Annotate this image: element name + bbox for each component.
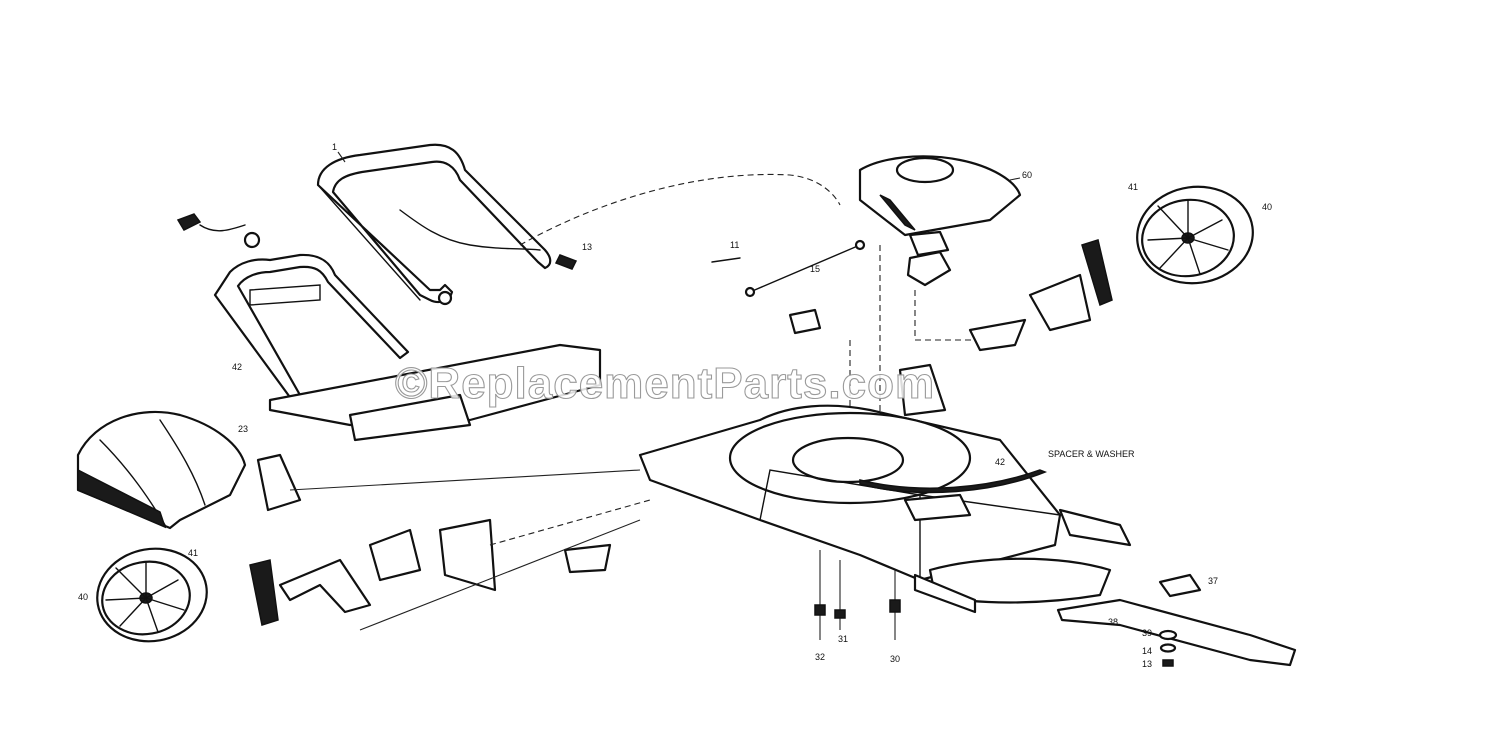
throttle-cable bbox=[399, 209, 541, 251]
front-deck-bracket bbox=[368, 528, 422, 582]
callout-deck-bolt-c: 30 bbox=[890, 654, 900, 664]
bracket-icon bbox=[788, 308, 822, 335]
callout-wheel-rear: 41 bbox=[1128, 182, 1138, 192]
wheel-rear-right[interactable] bbox=[1131, 179, 1259, 290]
callout-bolt: 13 bbox=[1142, 659, 1152, 669]
deck-bracket-mid bbox=[898, 363, 947, 417]
callout-wheel-front-nut: 40 bbox=[78, 592, 88, 602]
upper-handle[interactable] bbox=[316, 143, 552, 306]
wire-note: SPACER & WASHER bbox=[1048, 449, 1135, 459]
rod-end bbox=[711, 257, 741, 263]
blade-bolt-icon bbox=[1162, 659, 1174, 667]
deck-bolts bbox=[814, 550, 901, 640]
watermark-text: ©ReplacementParts.com bbox=[395, 359, 935, 408]
rear-axle-bracket bbox=[1028, 273, 1092, 332]
front-height-adjuster-icon bbox=[249, 559, 279, 626]
callout-deck: 42 bbox=[995, 457, 1005, 467]
height-adjuster-icon bbox=[1081, 239, 1113, 307]
callout-engine: 60 bbox=[1022, 170, 1032, 180]
callout-rod-end: 11 bbox=[730, 240, 739, 250]
callout-wheel-rear-nut: 40 bbox=[1262, 202, 1272, 212]
callout-lower-handle: 42 bbox=[232, 362, 242, 372]
callout-blade-adapter: 37 bbox=[1208, 576, 1218, 586]
front-axle-bracket bbox=[278, 558, 372, 614]
throttle-control-icon bbox=[554, 254, 578, 270]
clip-icon bbox=[243, 231, 261, 249]
washer-icon-2 bbox=[1159, 643, 1177, 653]
callout-washer-a: 39 bbox=[1142, 628, 1152, 638]
bag-hinge-bracket bbox=[256, 453, 302, 512]
wire-harness bbox=[859, 469, 1048, 494]
callout-blade: 38 bbox=[1108, 617, 1118, 627]
rear-frame bbox=[268, 343, 602, 427]
axle-line-2 bbox=[359, 519, 641, 631]
washer-icon bbox=[1158, 629, 1178, 641]
callout-deck-bolt-a: 32 bbox=[815, 652, 825, 662]
lower-handle[interactable] bbox=[213, 253, 410, 402]
rear-shield bbox=[348, 393, 472, 442]
guide-line-3 bbox=[914, 290, 985, 341]
engine[interactable] bbox=[858, 155, 1022, 257]
deck-skirt bbox=[1058, 508, 1132, 547]
small-guard bbox=[563, 543, 612, 574]
callout-bag: 23 bbox=[238, 424, 248, 434]
mower-blade[interactable] bbox=[1056, 598, 1297, 667]
axle-line bbox=[289, 469, 641, 491]
callout-rod: 15 bbox=[810, 264, 820, 274]
cable-route-dashed bbox=[519, 173, 841, 246]
blade-adapter-icon bbox=[1158, 573, 1202, 598]
deck-lip bbox=[913, 573, 977, 614]
deck-bracket-right bbox=[968, 318, 1027, 352]
deck-housing[interactable] bbox=[638, 404, 1062, 582]
wheel-front-left[interactable] bbox=[90, 540, 214, 650]
callout-deck-bolt-b: 31 bbox=[838, 634, 848, 644]
handle-knob-icon bbox=[437, 290, 453, 306]
callout-washer-b: 14 bbox=[1142, 646, 1152, 656]
front-plate bbox=[438, 518, 497, 592]
callout-upper-handle: 1 bbox=[332, 142, 337, 152]
guide-front bbox=[489, 499, 651, 546]
callout-throttle: 13 bbox=[582, 242, 592, 252]
cord-icon bbox=[199, 224, 246, 232]
callout-wheel-front: 41 bbox=[188, 548, 198, 558]
rod bbox=[749, 244, 861, 293]
engine-adapter-icon bbox=[906, 250, 952, 287]
grass-bag[interactable] bbox=[76, 410, 247, 530]
plug-icon bbox=[176, 213, 202, 231]
